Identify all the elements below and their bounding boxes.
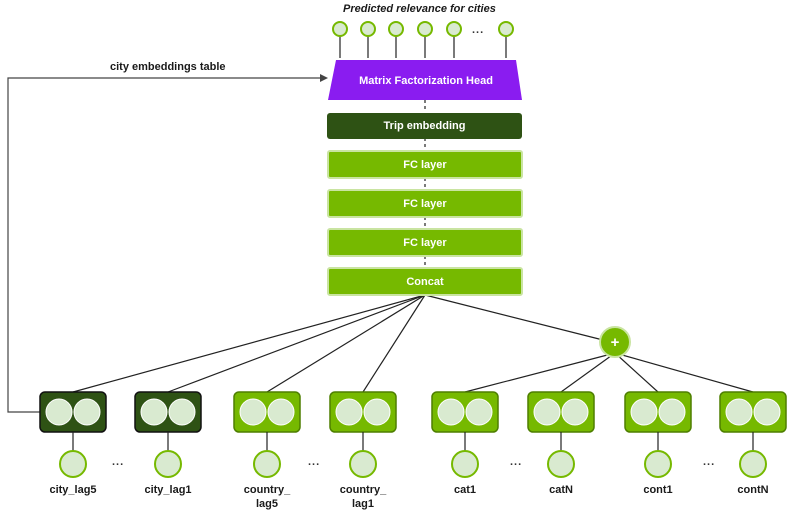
trip-embedding-box: Trip embedding [327, 113, 522, 139]
embedding-node [73, 398, 101, 426]
embedding-node [140, 398, 168, 426]
embedding-node [561, 398, 589, 426]
embedding-node [239, 398, 267, 426]
embedding-node [465, 398, 493, 426]
fc-layer-box: FC layer [327, 228, 523, 257]
input-ellipsis: ... [703, 456, 716, 468]
concat-connections [72, 294, 754, 393]
input-blocks [39, 391, 787, 478]
embedding-node [533, 398, 561, 426]
input-label: city_lag5 [49, 484, 97, 496]
embedding-node [630, 398, 658, 426]
input-ellipsis: ... [510, 456, 523, 468]
plus-symbol: + [610, 333, 620, 351]
embedding-node [45, 398, 73, 426]
input-node [349, 450, 377, 478]
output-node [417, 21, 433, 37]
input-ellipsis: ... [308, 456, 321, 468]
input-label: cat1 [453, 484, 477, 496]
embedding-node [437, 398, 465, 426]
embedding-node [658, 398, 686, 426]
matrix-factorization-head [328, 60, 522, 100]
input-node [451, 450, 479, 478]
fc-layer-box: FC layer [327, 189, 523, 218]
output-nodes [332, 21, 514, 58]
output-node [332, 21, 348, 37]
input-label: cont1 [643, 484, 673, 496]
input-ellipsis: ... [112, 456, 125, 468]
embedding-node [725, 398, 753, 426]
input-node [59, 450, 87, 478]
city-embeddings-table-label: city embeddings table [110, 61, 226, 73]
output-ellipsis: ... [472, 24, 485, 36]
input-label: contN [737, 484, 769, 496]
input-node [644, 450, 672, 478]
output-node [498, 21, 514, 37]
output-node [388, 21, 404, 37]
output-node [446, 21, 462, 37]
embedding-node [335, 398, 363, 426]
concat-box: Concat [327, 267, 523, 296]
embedding-node [363, 398, 391, 426]
input-node [739, 450, 767, 478]
output-node [360, 21, 376, 37]
input-label: country_ lag1 [339, 484, 387, 510]
diagram-title: Predicted relevance for cities [343, 3, 496, 15]
matrix-factorization-head-label: Matrix Factorization Head [359, 75, 493, 87]
input-node [253, 450, 281, 478]
arrow-head [320, 74, 328, 82]
embedding-node [753, 398, 781, 426]
city-embeddings-connector [7, 77, 322, 413]
input-label: city_lag1 [144, 484, 192, 496]
input-node [154, 450, 182, 478]
input-label: catN [549, 484, 573, 496]
fc-layer-box: FC layer [327, 150, 523, 179]
embedding-node [168, 398, 196, 426]
input-label: country_ lag5 [243, 484, 291, 510]
sum-node [599, 326, 631, 358]
embedding-node [267, 398, 295, 426]
input-node [547, 450, 575, 478]
